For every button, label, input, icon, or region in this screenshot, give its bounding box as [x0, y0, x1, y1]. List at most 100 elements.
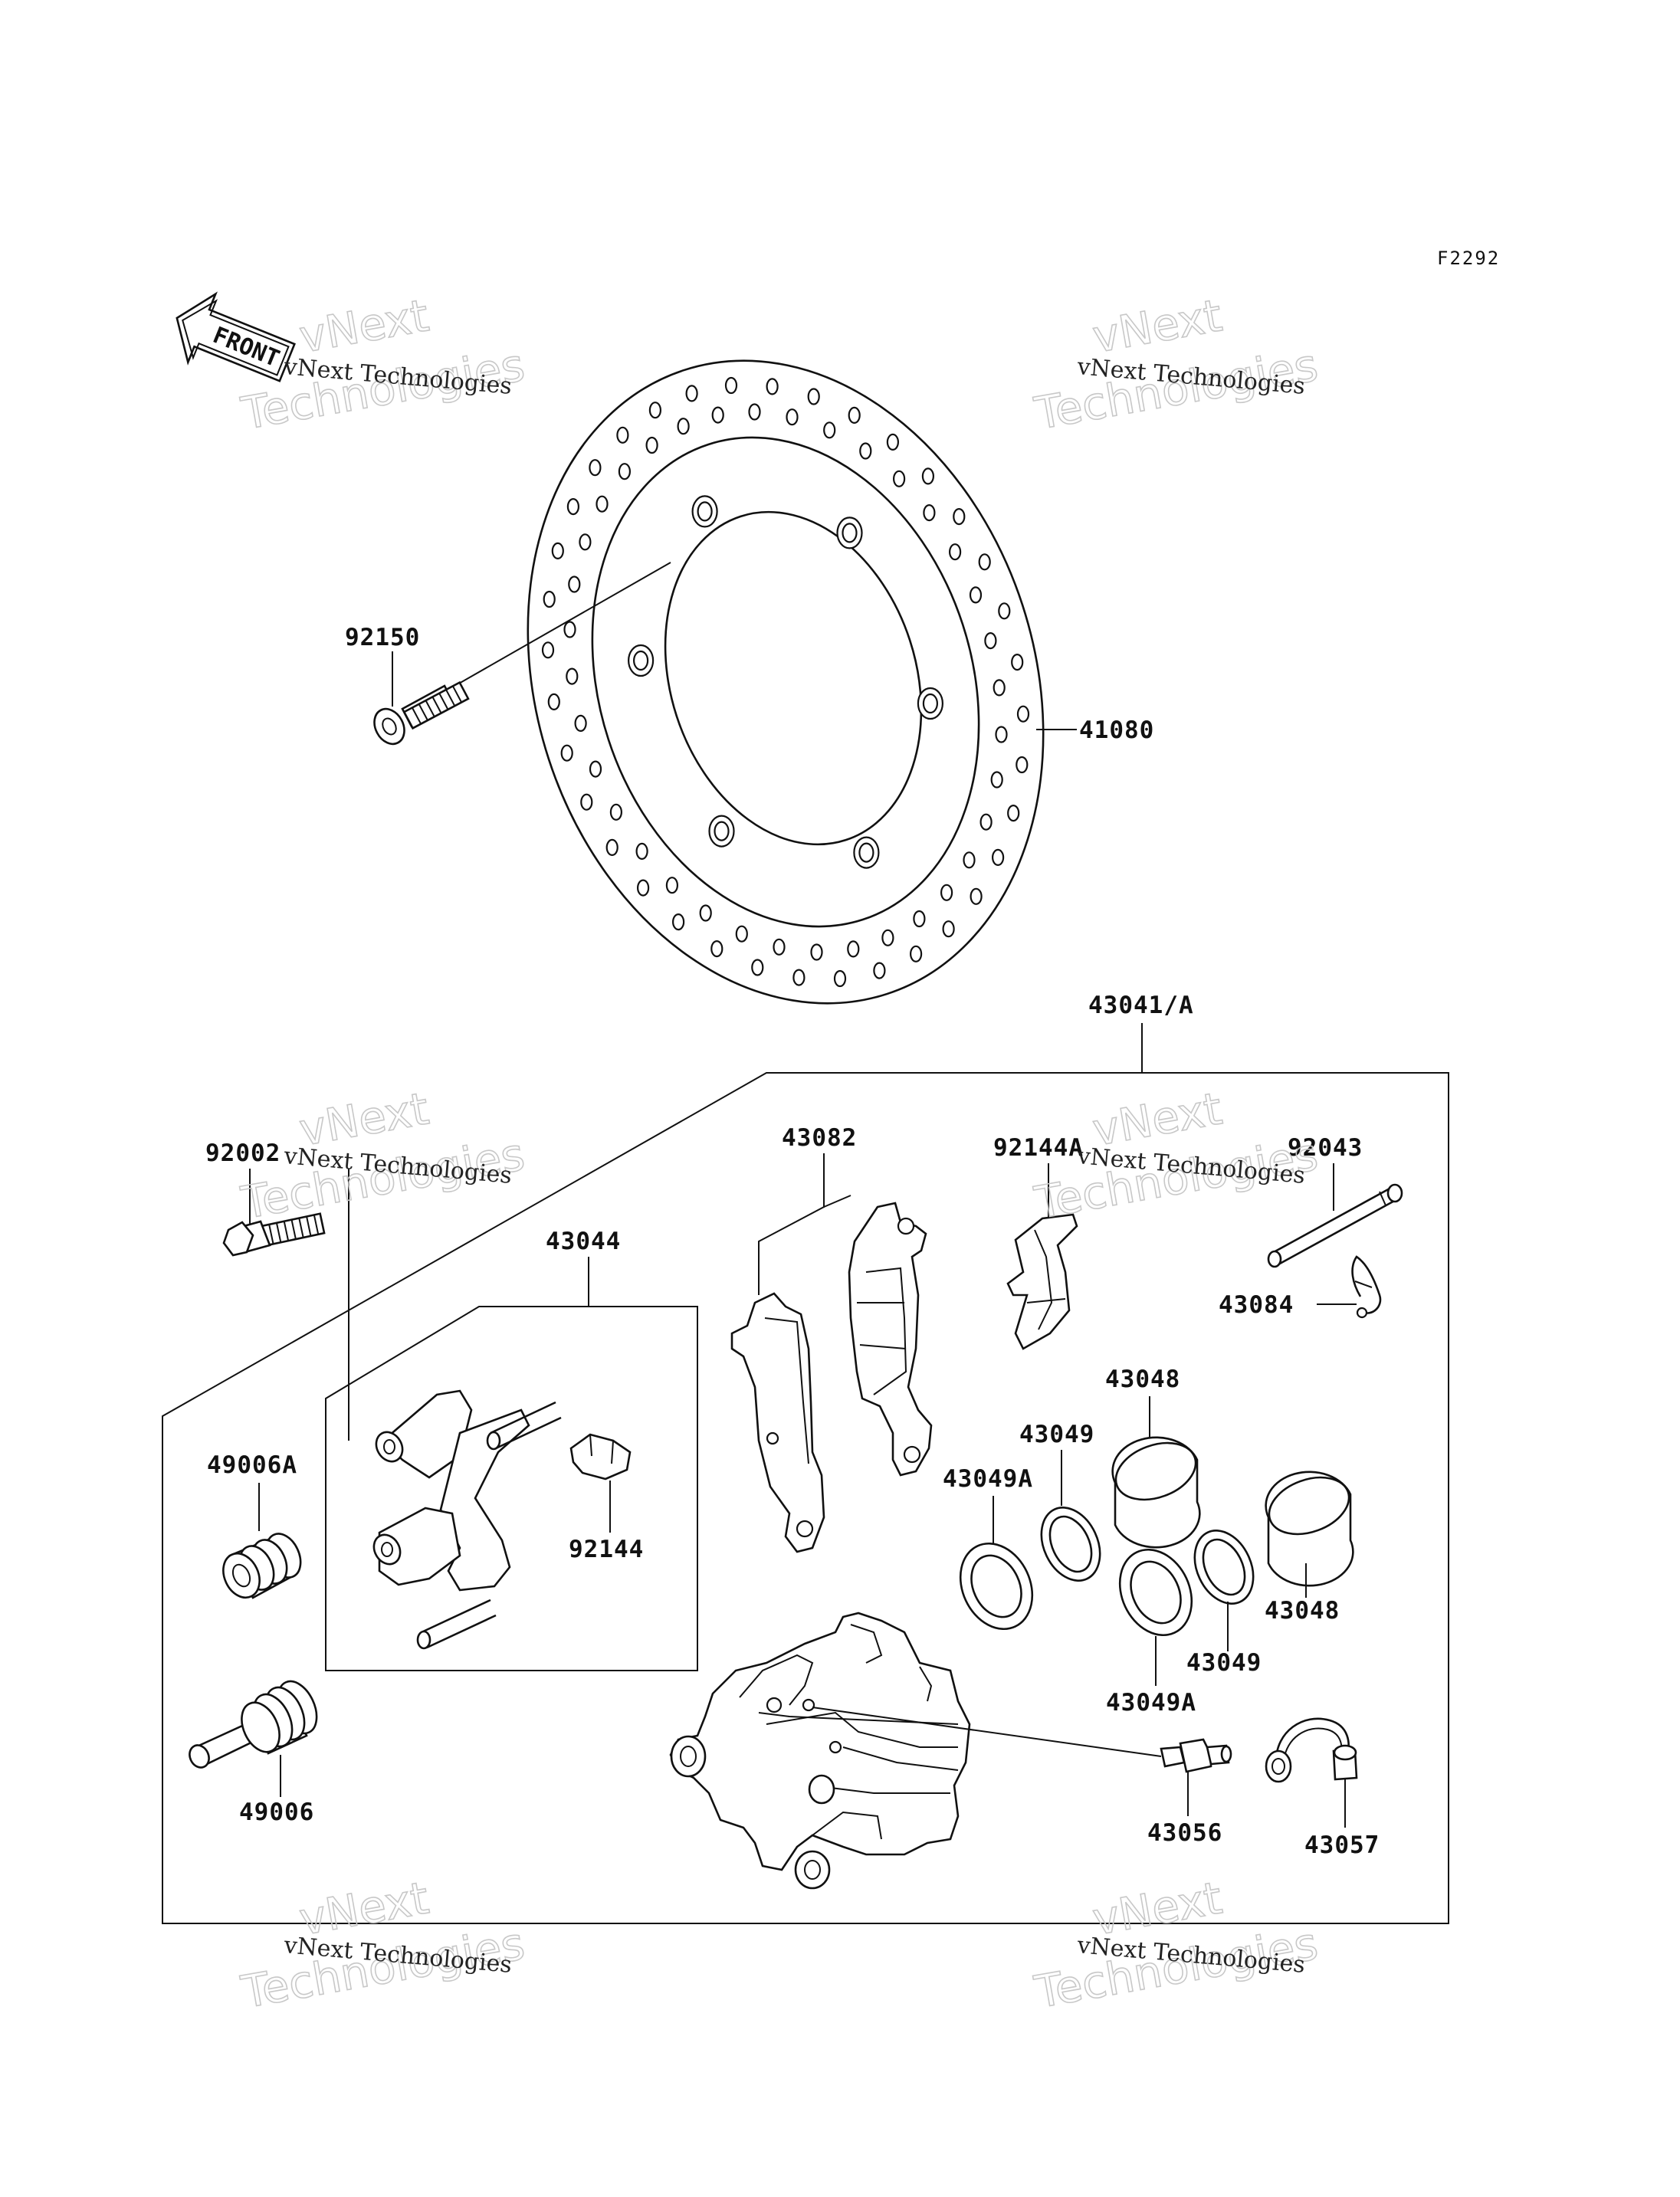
piston-43048-top — [1111, 1436, 1201, 1549]
disc-vent-hole — [807, 388, 820, 405]
label-43049-top: 43049 — [1019, 1421, 1094, 1448]
boot-49006A — [222, 1533, 302, 1599]
disc-vent-hole — [773, 938, 786, 956]
disc-vent-hole — [948, 543, 962, 561]
label-49006: 49006 — [239, 1799, 314, 1826]
disc-vent-hole — [748, 403, 761, 421]
label-43084: 43084 — [1219, 1291, 1294, 1319]
disc-vent-hole — [547, 693, 560, 711]
disc-vent-hole — [921, 467, 935, 485]
label-92043: 92043 — [1288, 1134, 1363, 1162]
label-43082: 43082 — [782, 1124, 857, 1152]
label-92144: 92144 — [569, 1536, 644, 1563]
disc-vent-hole — [909, 945, 923, 962]
label-43041-A: 43041/A — [1088, 992, 1194, 1019]
label-43056: 43056 — [1147, 1819, 1222, 1847]
disc-vent-hole — [1007, 804, 1020, 822]
disc-vent-hole — [810, 943, 823, 961]
label-43048-bottom: 43048 — [1265, 1597, 1340, 1625]
disc-vent-hole — [873, 962, 886, 979]
disc-vent-hole — [566, 667, 579, 685]
disc-vent-hole — [618, 463, 632, 480]
disc-vent-hole — [991, 848, 1005, 867]
disc-vent-hole — [886, 433, 900, 451]
disc-vent-hole — [609, 803, 623, 821]
disc-vent-hole — [636, 879, 650, 897]
disc-vent-hole — [786, 408, 799, 426]
disc-vent-hole — [677, 418, 690, 435]
label-43057: 43057 — [1304, 1831, 1380, 1859]
label-92002: 92002 — [205, 1139, 281, 1167]
disc-vent-hole — [699, 904, 712, 922]
pin-clip-43084 — [1351, 1255, 1382, 1319]
disc-vent-hole — [648, 402, 662, 419]
disc-vent-hole — [589, 760, 602, 778]
disc-vent-hole — [596, 495, 609, 513]
disc-vent-hole — [823, 421, 836, 439]
label-41080: 41080 — [1079, 716, 1154, 744]
disc-vent-hole — [1016, 756, 1029, 774]
disc-vent-hole — [995, 726, 1008, 743]
disc-vent-hole — [792, 969, 806, 986]
bleeder-cap-43057 — [1265, 1717, 1358, 1783]
label-43044: 43044 — [546, 1228, 621, 1255]
disc-bolt-hole — [853, 836, 880, 869]
seal-43049-top — [1040, 1507, 1101, 1582]
disc-vent-hole — [998, 602, 1011, 620]
caliper-assembly-frame — [162, 1072, 1449, 1924]
pad-spring-92144A — [1006, 1213, 1078, 1350]
disc-vent-hole — [940, 884, 953, 901]
disc-vent-hole — [766, 378, 779, 395]
disc-bolt-92150 — [373, 562, 671, 746]
label-49006A: 49006A — [207, 1451, 297, 1479]
disc-vent-hole — [963, 851, 976, 869]
disc-vent-hole — [847, 940, 860, 958]
disc-vent-hole — [580, 793, 593, 811]
disc-vent-hole — [990, 771, 1003, 789]
label-92144A: 92144A — [993, 1134, 1084, 1162]
slide-pin-49006 — [189, 1680, 318, 1769]
disc-vent-hole — [560, 744, 573, 762]
disc-vent-hole — [645, 436, 658, 454]
disc-vent-hole — [942, 920, 955, 938]
disc-bolt-hole — [708, 815, 735, 848]
disc-vent-hole — [953, 507, 966, 526]
disc-bolt-holes — [627, 495, 944, 869]
seal-43049A-top — [959, 1542, 1034, 1631]
brake-pad-43082-right — [848, 1202, 933, 1477]
caliper-bolt-92002 — [222, 1169, 326, 1257]
disc-vent-hole — [616, 426, 629, 444]
disc-vent-hole — [579, 533, 592, 551]
disc-vent-holes — [541, 376, 1030, 988]
disc-bolt-hole — [836, 516, 863, 549]
disc-vent-hole — [969, 586, 983, 604]
disc-vent-hole — [685, 385, 698, 402]
brake-pad-43082-left — [730, 1292, 825, 1553]
disc-vent-hole — [751, 959, 764, 976]
disc-vent-hole — [978, 553, 991, 571]
label-43049A-bottom: 43049A — [1106, 1689, 1196, 1717]
disc-vent-hole — [635, 842, 648, 861]
label-43049A-top: 43049A — [943, 1465, 1033, 1493]
caliper-bracket-43044 — [372, 1389, 562, 1650]
pad-pin-92043 — [1267, 1183, 1403, 1268]
disc-vent-hole — [671, 913, 685, 931]
disc-bolt-hole — [627, 644, 655, 677]
disc-vent-hole — [711, 406, 724, 424]
disc-vent-hole — [970, 887, 983, 905]
disc-vent-hole — [859, 442, 872, 460]
disc-vent-hole — [979, 813, 993, 831]
disc-vent-hole — [1011, 653, 1024, 671]
front-arrow-icon: FRONT — [176, 291, 296, 382]
disc-vent-hole — [881, 929, 894, 946]
disc-vent-hole — [589, 459, 602, 477]
disc-vent-hole — [710, 939, 724, 958]
figure-code: F2292 — [1437, 248, 1500, 269]
disc-vent-hole — [833, 969, 847, 988]
disc-bolt-hole — [691, 495, 718, 528]
disc-vent-hole — [892, 470, 906, 487]
bracket-group-frame — [325, 1306, 698, 1671]
label-92150: 92150 — [345, 624, 420, 651]
disc-vent-hole — [568, 575, 581, 593]
